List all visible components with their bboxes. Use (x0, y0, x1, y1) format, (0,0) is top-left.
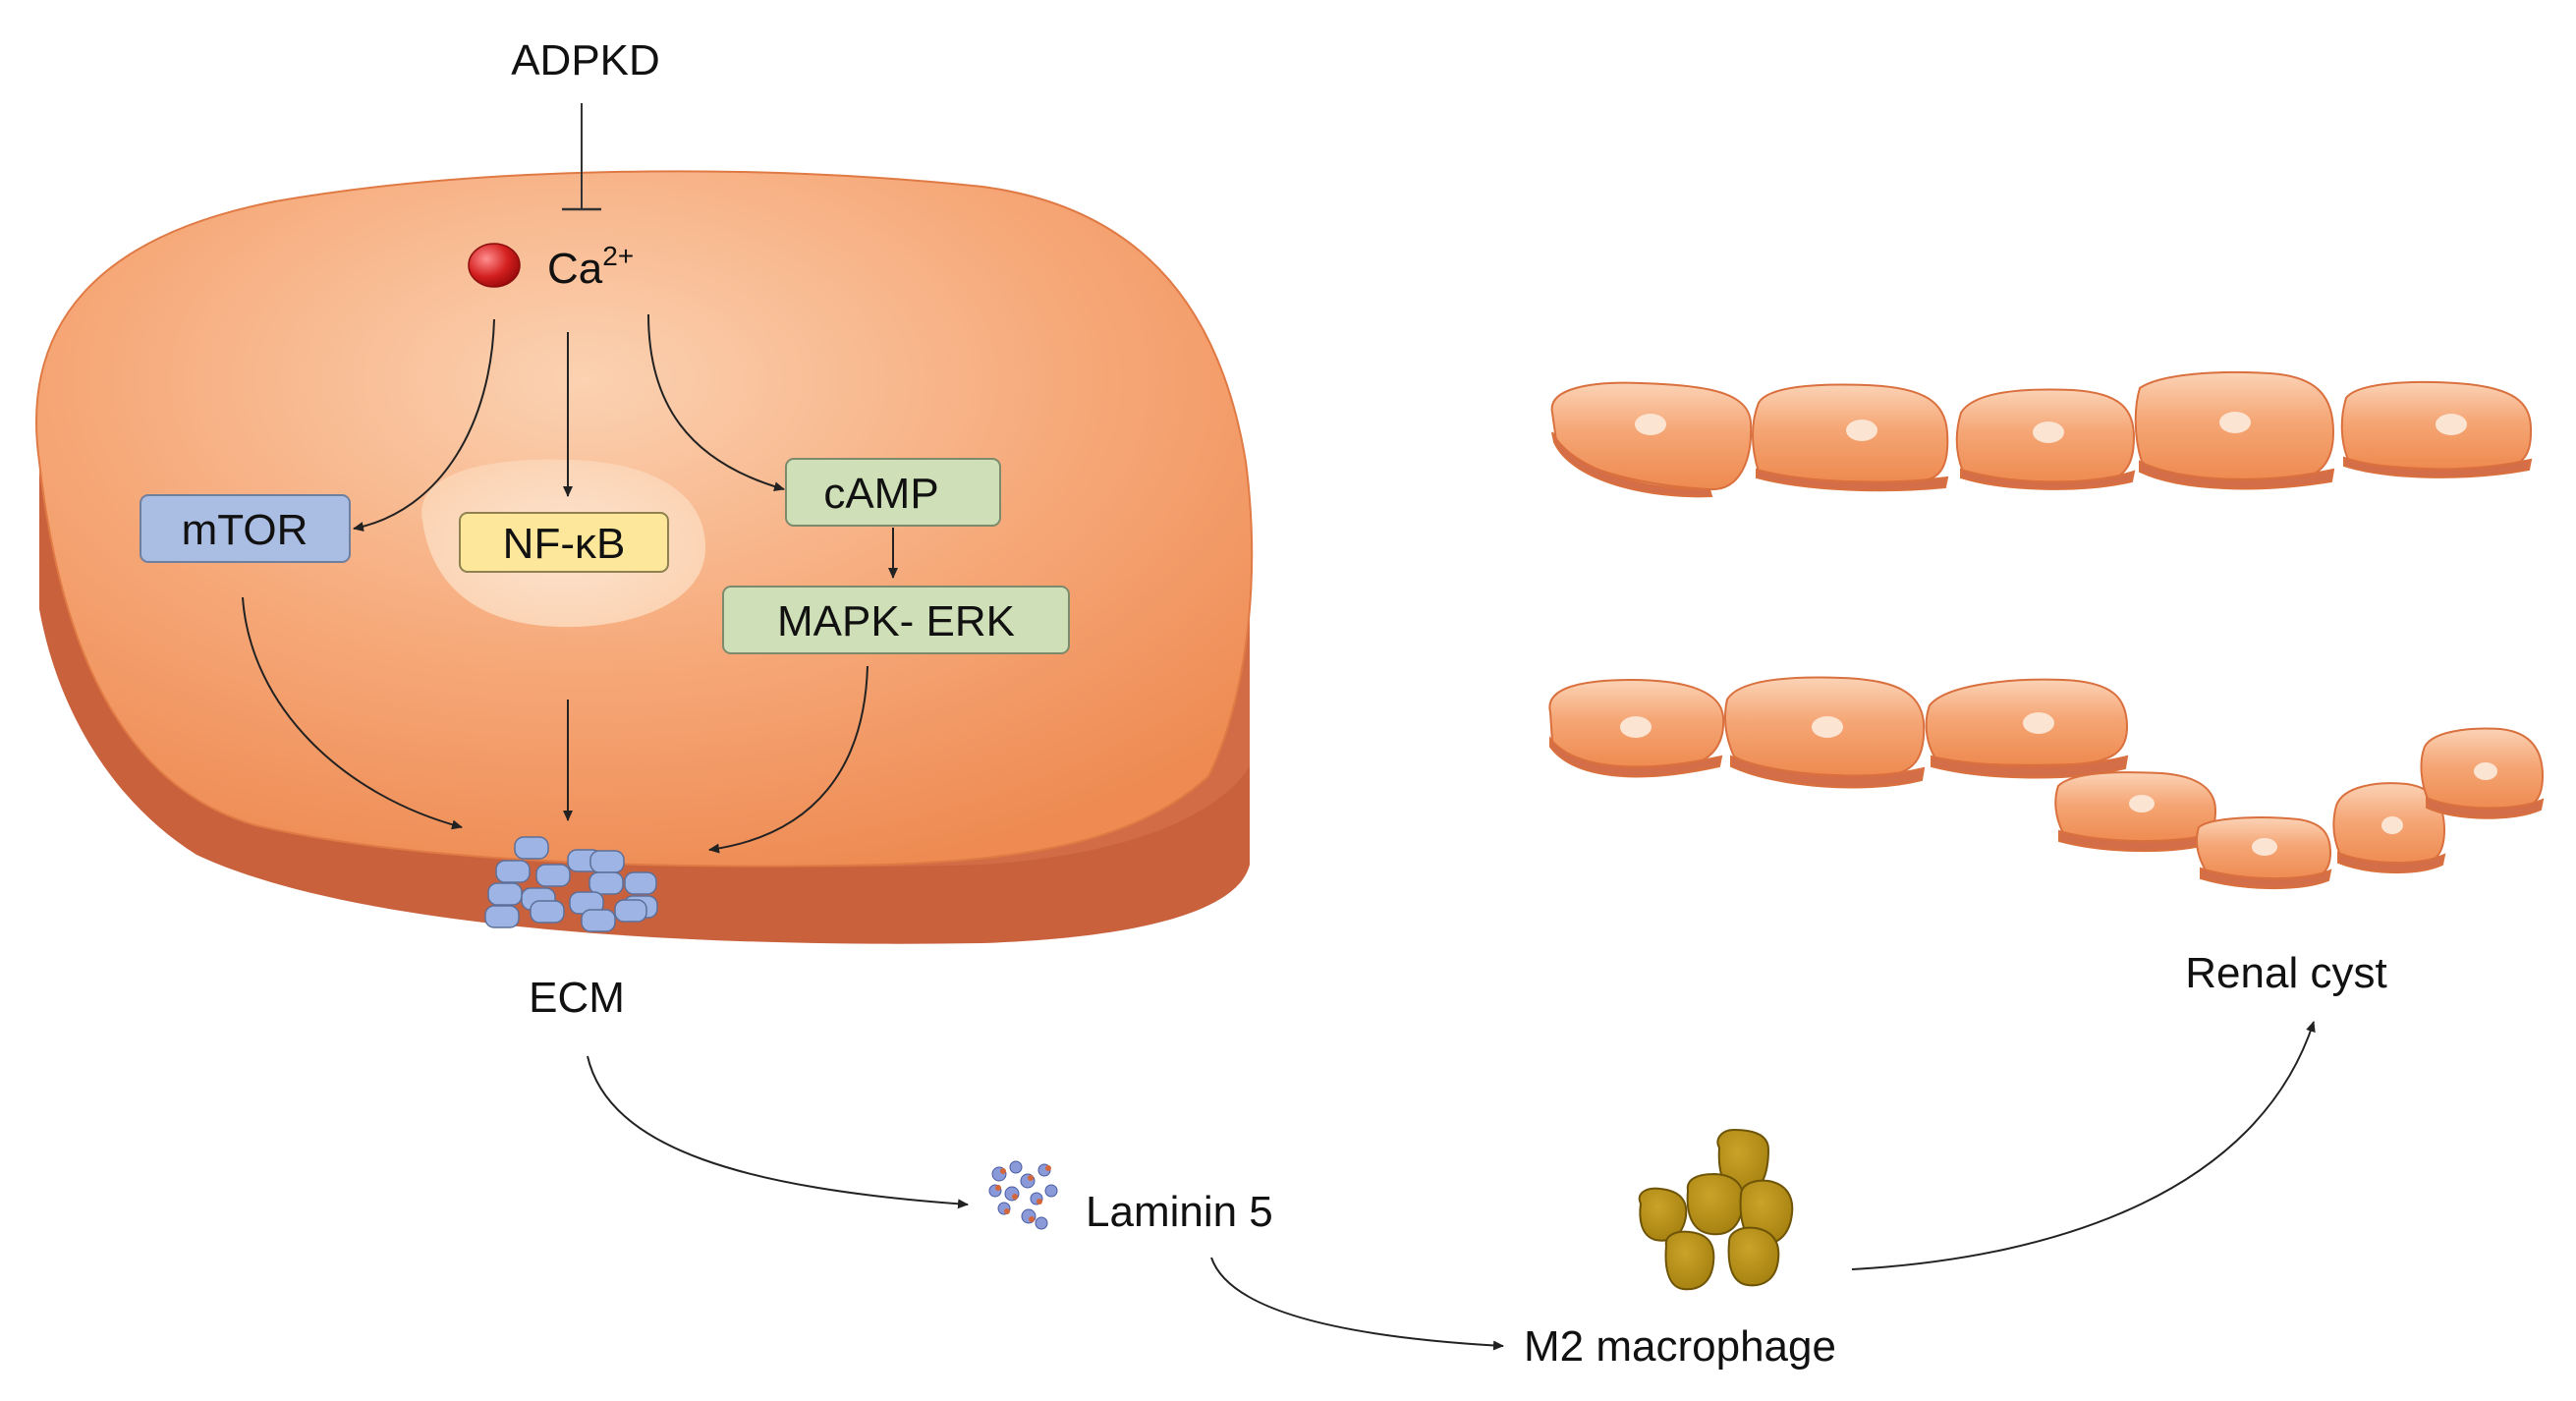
camp-label: cAMP (823, 470, 938, 518)
cyst-epithelium-icon (1548, 370, 2545, 889)
arrow-ecm-to-laminin (587, 1055, 969, 1209)
nfkb-box (459, 512, 669, 573)
mapk-erk-label: MAPK- ERK (777, 597, 1015, 645)
laminin-particles-icon (988, 1160, 1058, 1230)
arrow-laminin-to-macrophage (1210, 1257, 1504, 1351)
ecm-particles-icon (484, 836, 658, 932)
mtor-label: mTOR (182, 506, 308, 554)
arrow-mapk-to-ecm (708, 665, 868, 854)
nfkb-label: NF-κB (503, 520, 626, 568)
calcium-ion-icon (468, 243, 521, 288)
ecm-label: ECM (529, 974, 625, 1022)
renal-cyst-label: Renal cyst (2185, 949, 2386, 997)
macrophage-label: M2 macrophage (1524, 1322, 1836, 1371)
arrow-ca-to-camp (647, 313, 785, 492)
cyst-row-bottom (1548, 676, 2545, 889)
calcium-label: Ca2+ (547, 241, 634, 293)
macrophage-cluster-icon (1638, 1128, 1794, 1291)
adpkd-label: ADPKD (511, 36, 660, 84)
cyst-row-top (1550, 370, 2533, 498)
mtor-box (140, 494, 351, 563)
laminin-label: Laminin 5 (1086, 1188, 1273, 1236)
arrow-macrophage-to-cyst (1851, 1021, 2316, 1270)
arrow-ca-to-mtor (353, 318, 495, 532)
camp-box (785, 458, 1001, 527)
mapk-erk-box (722, 586, 1070, 654)
arrow-mtor-to-ecm (242, 596, 463, 830)
